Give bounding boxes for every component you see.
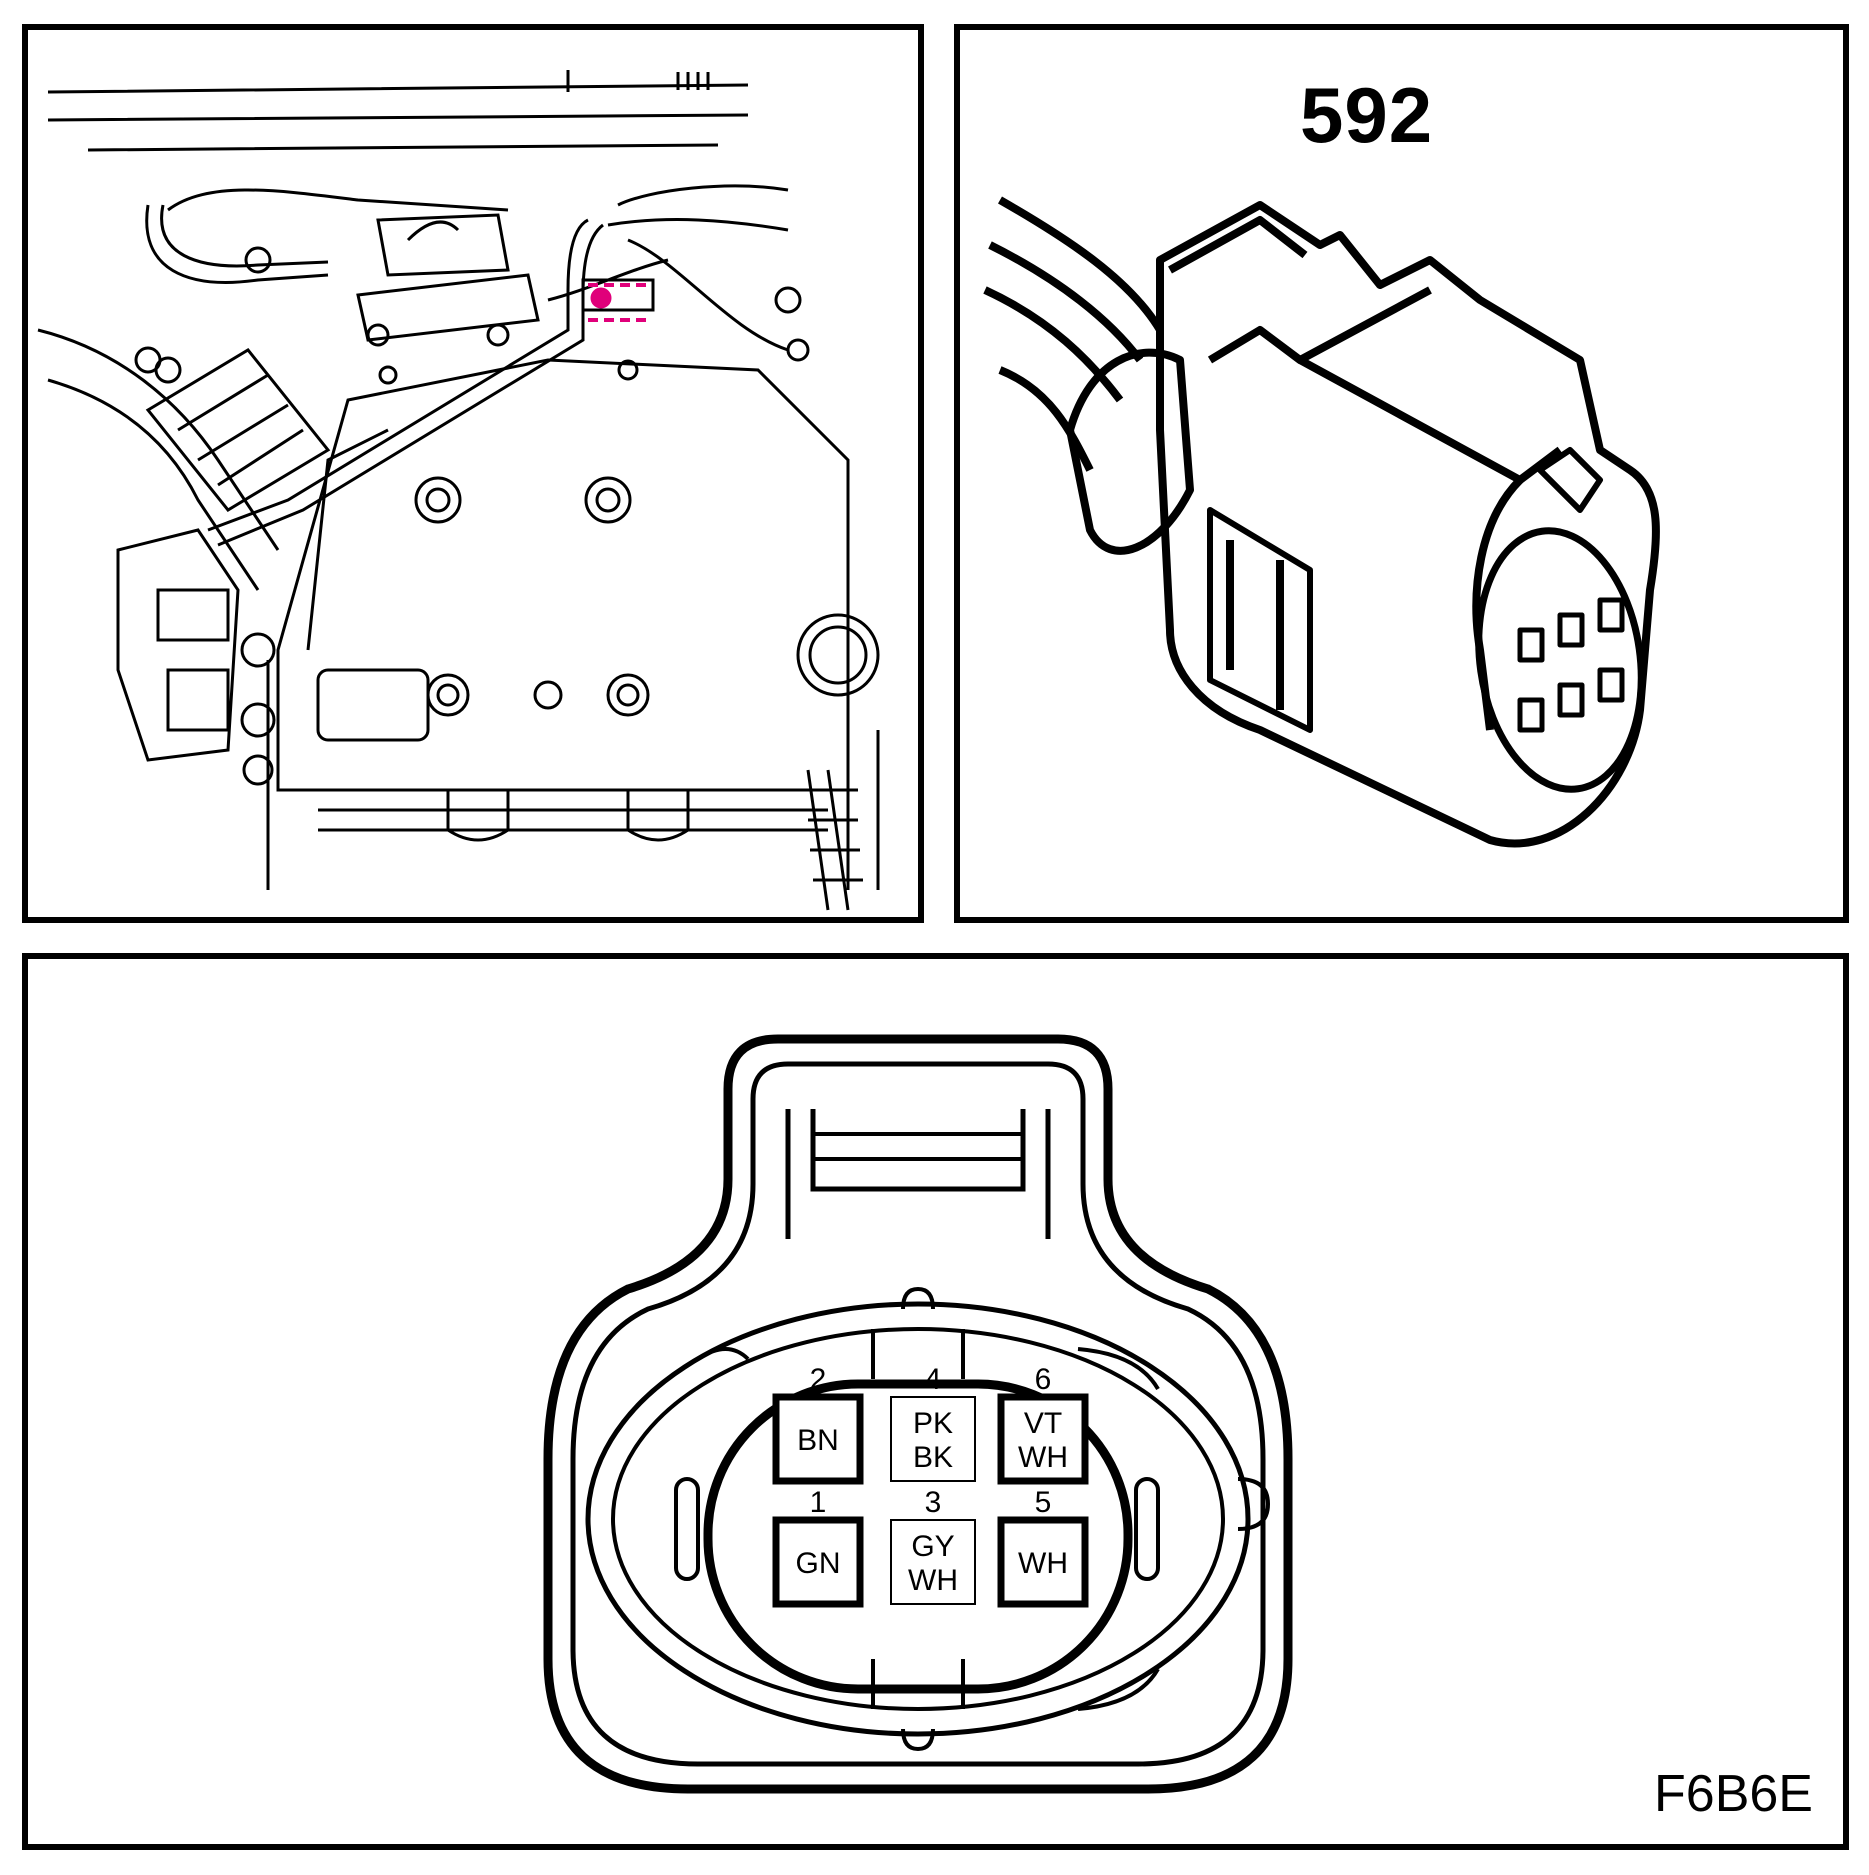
engine-line-drawing [37,70,880,911]
pin-2: 2BN [772,1363,864,1485]
pin-number: 2 [810,1363,827,1396]
connector-line-drawing [983,196,1660,848]
connector-id-label: 592 [1300,71,1434,159]
pin-wire-color: WH [1018,1441,1068,1474]
pin-wire-color: PK [913,1407,953,1440]
pin-wire-color: GN [796,1547,841,1580]
pin-wire-color: BK [913,1441,953,1474]
pin-number: 5 [1035,1486,1052,1519]
pin-cavity [890,1396,976,1482]
pin-number: 1 [810,1486,827,1519]
pin-wire-color: GY [911,1530,954,1563]
pin-wire-color: WH [908,1564,958,1597]
pin-cavity [772,1393,864,1485]
pin-5: 5WH [997,1486,1089,1608]
pin-cavity [890,1519,976,1605]
pin-cavity [772,1516,864,1608]
pin-wire-color: WH [1018,1547,1068,1580]
pin-wire-color: BN [797,1424,839,1457]
connector-perspective-view: 592 [954,24,1849,923]
pin-1: 1GN [772,1486,864,1608]
engine-location-view [22,24,924,923]
pin-number: 3 [925,1486,942,1519]
pin-number: 4 [925,1363,942,1396]
connector-location-marker [590,287,612,309]
pin-cavity [997,1516,1089,1608]
pin-cavity [997,1393,1089,1485]
pin-number: 6 [1035,1363,1052,1396]
pin-wire-color: VT [1024,1407,1062,1440]
figure-code-label: F6B6E [1654,1765,1813,1823]
